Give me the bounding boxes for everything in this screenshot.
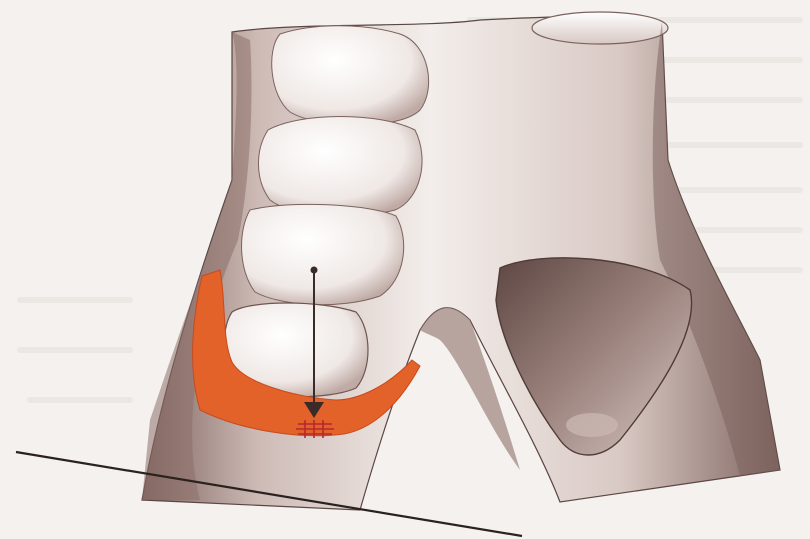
upper-vertebra — [272, 26, 429, 126]
right-hip-rim — [532, 12, 668, 44]
hole-inner-highlight — [566, 413, 618, 437]
